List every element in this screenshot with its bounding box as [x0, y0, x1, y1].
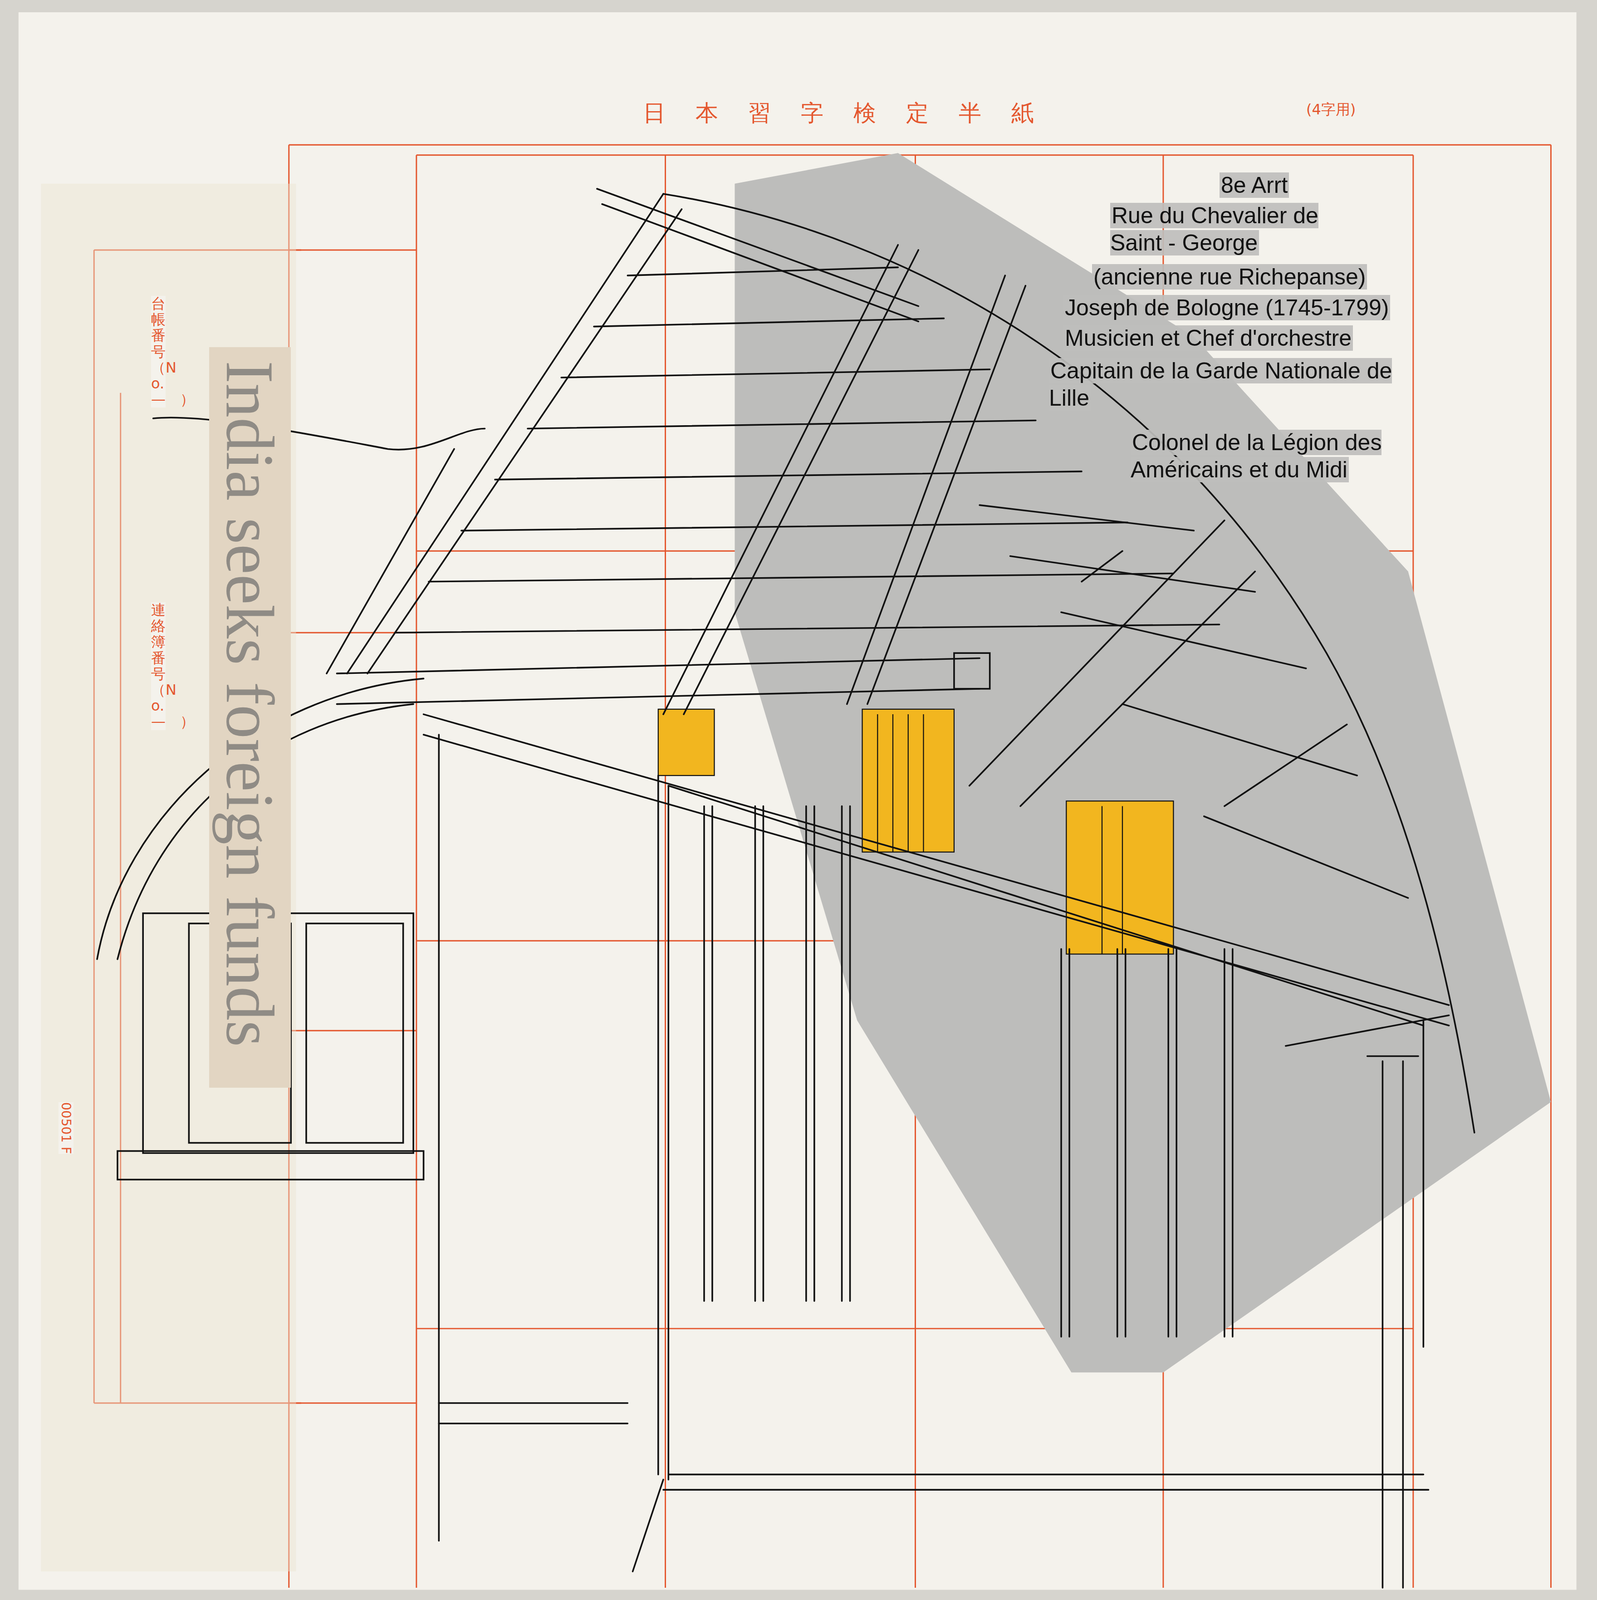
label-text: Colonel de la Légion des Américains et d… — [1130, 429, 1382, 483]
label-text: Rue du Chevalier de Saint - George — [1110, 202, 1319, 256]
label-text: 連絡簿番号（No. — ） — [151, 602, 166, 730]
label-text: (ancienne rue Richepanse) — [1092, 264, 1367, 290]
label-text: (4字用) — [1306, 100, 1356, 118]
handwritten-note: (ancienne rue Richepanse) — [1092, 263, 1419, 291]
handwritten-note: Musicien et Chef d'orchestre — [1063, 324, 1503, 352]
handwritten-note: Capitain de la Garde Nationale de Lille — [1048, 357, 1402, 412]
label-text: 台帳番号（No. — ） — [151, 295, 166, 408]
format-note: (4字用) — [1306, 99, 1356, 120]
serial-number: 00501 F — [58, 1102, 74, 1154]
label-text: Musicien et Chef d'orchestre — [1063, 325, 1353, 351]
handwritten-note: Rue du Chevalier de Saint - George — [1110, 201, 1320, 257]
building-drawing — [97, 188, 1475, 1588]
cast-shadow — [734, 152, 1551, 1372]
label-text: 8e Arrt — [1219, 172, 1289, 198]
practice-grid — [93, 144, 1551, 1588]
label-text: Joseph de Bologne (1745-1799) — [1063, 294, 1391, 321]
heading-text: 日本習字検定半紙 — [642, 99, 1064, 127]
ledger-number: 連絡簿番号（No. — ） — [151, 602, 166, 730]
label-text: 00501 F — [58, 1102, 74, 1154]
tape-strip — [40, 183, 296, 1572]
handwritten-note: Colonel de la Légion des Américains et d… — [1130, 428, 1422, 484]
newspaper-clipping: India seeks foreign funds — [209, 347, 291, 1088]
sheet-heading: 日本習字検定半紙 — [642, 97, 1064, 129]
headline-text: India seeks foreign funds — [212, 360, 288, 1047]
ledger-number: 台帳番号（No. — ） — [151, 295, 166, 408]
handwritten-note: 8e Arrt — [1219, 171, 1383, 199]
handwritten-note: Joseph de Bologne (1745-1799) — [1063, 293, 1513, 322]
label-text: Capitain de la Garde Nationale de Lille — [1048, 357, 1392, 411]
paper-sheet — [18, 12, 1577, 1590]
lit-windows — [658, 709, 1174, 955]
